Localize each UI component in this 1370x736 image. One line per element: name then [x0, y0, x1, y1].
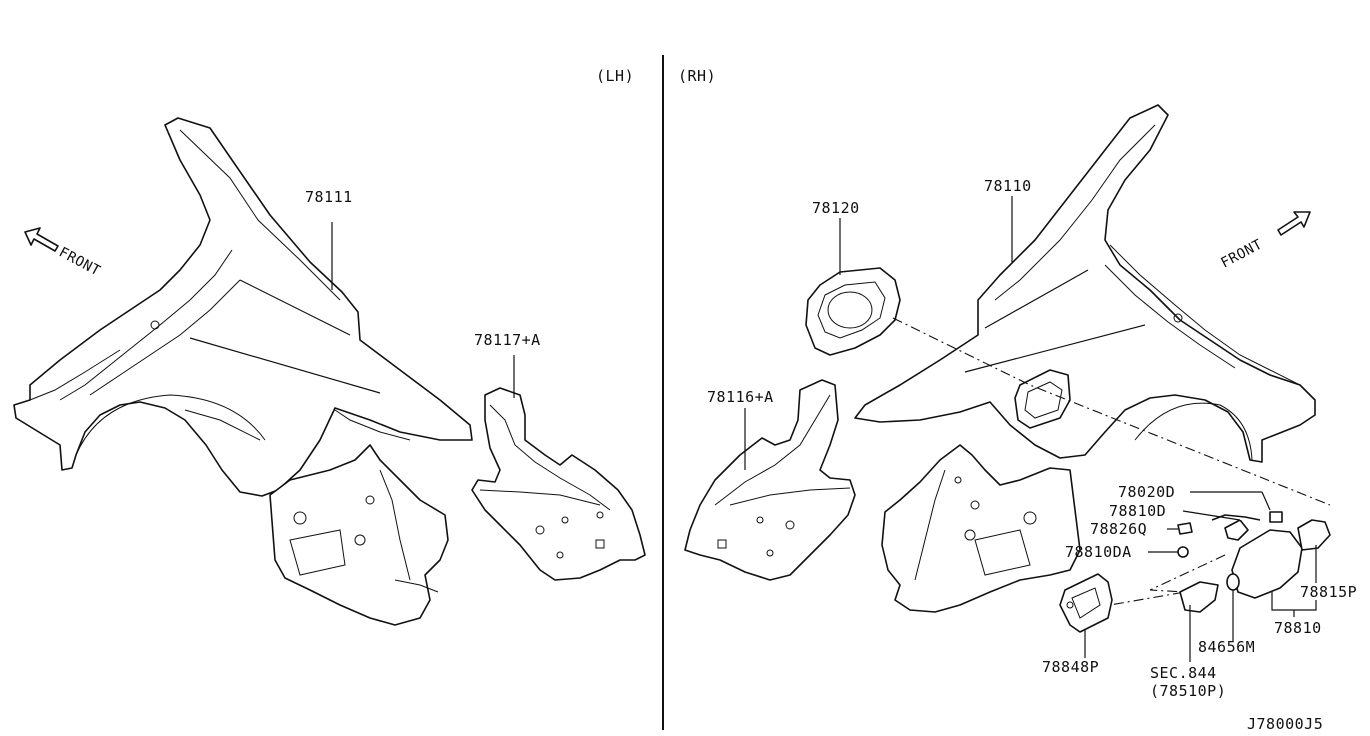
part-78111-label: 78111 [305, 188, 353, 206]
part-78810-label: 78810 [1274, 619, 1322, 637]
rh-rear-fender-panel [854, 104, 1316, 463]
part-78116a-label: 78116+A [707, 388, 774, 406]
front-label-right: FRONT [1218, 236, 1265, 271]
clip-78810da-icon [1177, 546, 1189, 558]
fuel-filler-pocket-78120 [805, 267, 901, 356]
part-78810d-label: 78810D [1109, 502, 1166, 520]
front-label-left: FRONT [56, 244, 103, 279]
part-78826q-label: 78826Q [1090, 520, 1147, 538]
part-78810da-label: 78810DA [1065, 543, 1132, 561]
leader-78810d [1182, 510, 1241, 521]
fuel-door-base-78848p [1059, 573, 1113, 633]
part-78117a-label: 78117+A [474, 331, 541, 349]
lh-inner-wheelhouse [269, 409, 449, 626]
front-arrow-left-icon [24, 227, 59, 252]
front-arrow-right-icon [1277, 211, 1311, 236]
part-78848p-label: 78848P [1042, 658, 1099, 676]
leader-78110-c [964, 324, 1146, 373]
part-84656m-label: 84656M [1198, 638, 1255, 656]
part-78110-label: 78110 [984, 177, 1032, 195]
part-78120-label: 78120 [812, 199, 860, 217]
bracket-78810 [1271, 592, 1317, 617]
diagram-code: J78000J5 [1247, 715, 1323, 733]
leader-78110-b [984, 269, 1089, 329]
part-78020d-label: 78020D [1118, 483, 1175, 501]
leader-78020d-b [1261, 491, 1271, 511]
lh-rear-fender-panel [13, 117, 473, 497]
lh-bracket-78117a [471, 387, 646, 581]
nut-84656m-icon [1226, 573, 1240, 591]
lh-side-label: (LH) [596, 67, 634, 85]
part-78815p-label: 78815P [1300, 583, 1357, 601]
sec844-label: SEC.844 [1150, 664, 1217, 682]
dashline-door-to-bracket [1109, 554, 1226, 606]
bracket-78510p [1179, 581, 1219, 613]
rh-bracket-78116a [684, 379, 856, 581]
front-arrow-left: FRONT [24, 227, 103, 280]
front-arrow-right: FRONT [1218, 211, 1311, 272]
rh-side-label: (RH) [678, 67, 716, 85]
rh-inner-wheelhouse [881, 444, 1081, 613]
part-78510p-label: (78510P) [1150, 682, 1226, 700]
dashline-pocket-to-fender [892, 317, 1331, 506]
grommet-78826q-icon [1177, 522, 1193, 535]
leader-78111-b [239, 279, 351, 336]
leader-78111-c [189, 337, 381, 394]
